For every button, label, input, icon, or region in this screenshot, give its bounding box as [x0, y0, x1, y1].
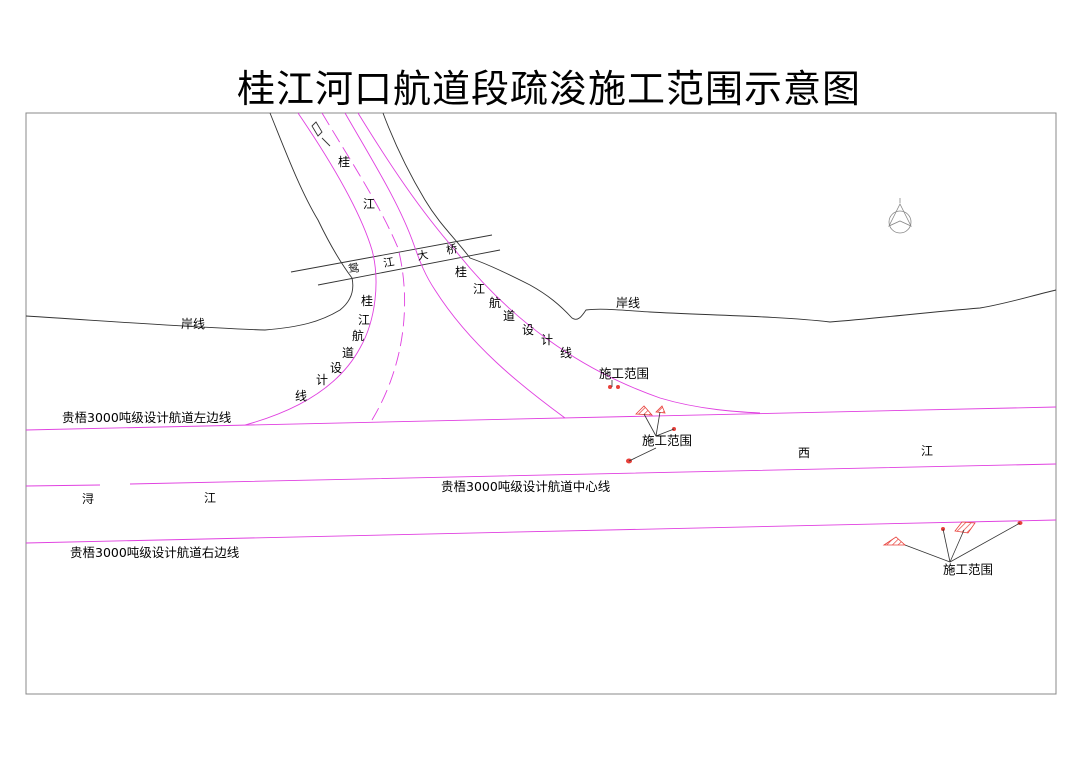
- design-right-6: 计: [541, 333, 553, 347]
- design-right-3: 航: [489, 295, 501, 310]
- xijiang-label-1: 西: [798, 446, 810, 460]
- design-left-4: 道: [342, 346, 354, 360]
- shoreline-right-label: 岸线: [616, 296, 640, 310]
- design-left-5: 设: [330, 361, 342, 375]
- design-left-3: 航: [352, 328, 364, 343]
- design-left-2: 江: [358, 313, 370, 327]
- right-edge-label: 贵梧3000吨级设计航道右边线: [70, 545, 240, 560]
- leader-lines: [611, 380, 1021, 563]
- guijiang-label-2: 江: [363, 197, 375, 211]
- work-area-polygon: [655, 405, 666, 414]
- design-left-1: 桂: [361, 293, 373, 308]
- work-area-label-1: 施工范围: [599, 366, 649, 381]
- design-right-2: 江: [473, 282, 485, 296]
- guiwu-channel-lines: [25, 406, 1057, 544]
- work-area-polygon: [882, 536, 907, 546]
- map-labels: 桂 江 鸳 江 大 桥 桂 江 航 道 设 计 线 桂 江 航 道 设 计 线 …: [62, 154, 993, 577]
- map-title: 桂江河口航道段疏浚施工范围示意图: [236, 67, 861, 111]
- bridge-label-4: 桥: [445, 242, 458, 257]
- work-area-label-2: 施工范围: [642, 433, 692, 448]
- guijiang-label-1: 桂: [338, 154, 350, 169]
- center-line-label: 贵梧3000吨级设计航道中心线: [441, 479, 611, 494]
- shoreline-left-label: 岸线: [181, 317, 205, 331]
- work-area-polygon: [635, 405, 653, 416]
- design-left-7: 线: [295, 389, 307, 403]
- design-right-7: 线: [560, 346, 572, 360]
- yuanjiang-bridge: [290, 234, 501, 286]
- bridge-label-2: 江: [382, 255, 395, 270]
- design-right-5: 设: [522, 323, 534, 337]
- work-area-label-3: 施工范围: [943, 562, 993, 577]
- xijiang-label-2: 江: [921, 444, 933, 458]
- guijiang-channel-lines: [244, 112, 761, 426]
- design-left-6: 计: [316, 373, 328, 387]
- work-area-polygon: [954, 521, 976, 534]
- map-frame: [25, 112, 1057, 695]
- bridge-label-3: 大: [416, 247, 429, 263]
- left-edge-label: 贵梧3000吨级设计航道左边线: [62, 410, 232, 425]
- shoreline: [25, 112, 1057, 331]
- north-arrow-icon: [888, 198, 912, 234]
- design-right-1: 桂: [455, 264, 467, 279]
- design-right-4: 道: [503, 309, 515, 323]
- fujiang-label-2: 江: [204, 491, 216, 505]
- fujiang-label-1: 浔: [82, 492, 94, 506]
- bridge-label-1: 鸳: [347, 260, 360, 276]
